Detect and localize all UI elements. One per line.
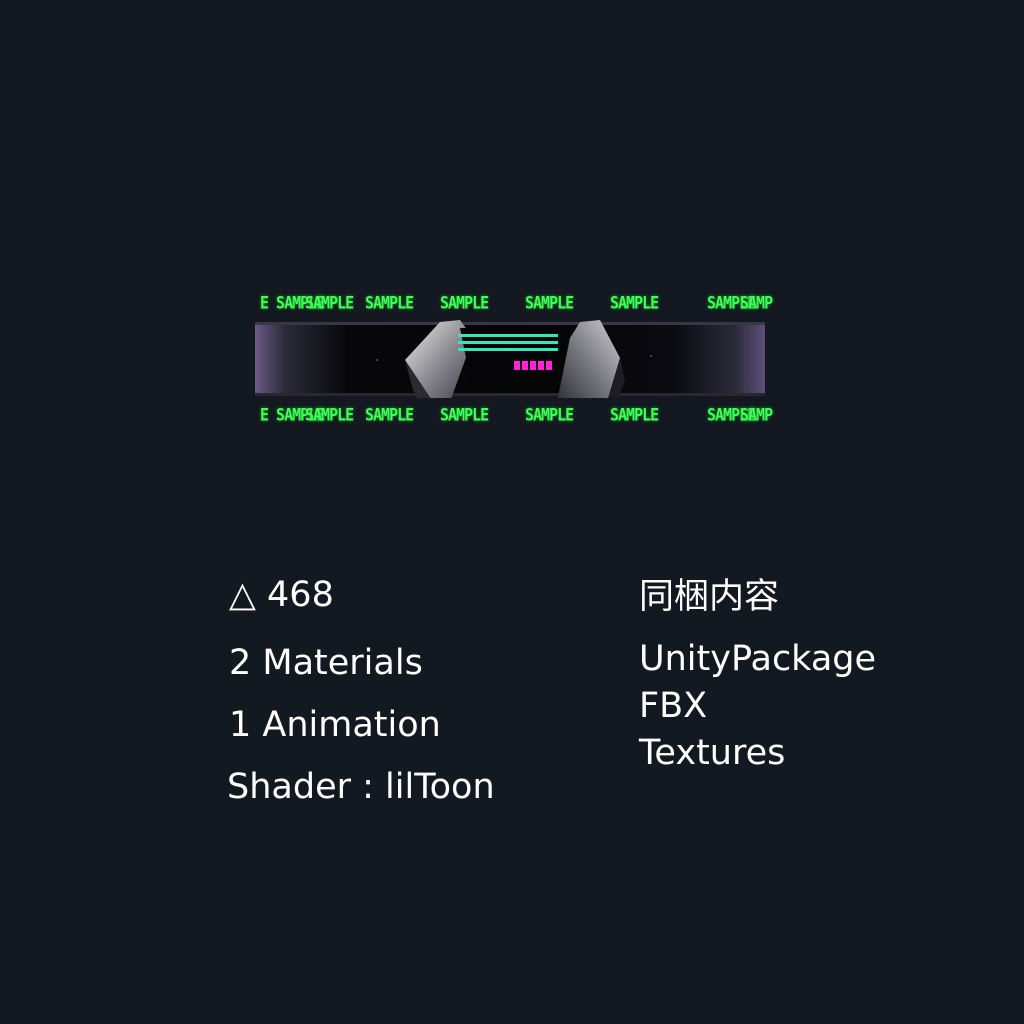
screen-line [458, 334, 558, 337]
ticker-text: SAMPLE [305, 404, 354, 426]
ticker-text: SAMPLE [525, 404, 574, 426]
screen-blocks [514, 361, 552, 370]
ticker-text: SAMPLE [440, 404, 489, 426]
animation-count: 1 Animation [229, 705, 441, 745]
sample-ticker-bottom: E SAMPLE SAMPLE SAMPLE SAMPLE SAMPLE SAM… [255, 402, 773, 426]
ticker-text: SAMPLE [440, 292, 489, 314]
screen-line [458, 348, 558, 351]
band-render [255, 320, 765, 398]
ticker-text: SAMPLE [707, 404, 756, 426]
contents-heading: 同梱内容 [639, 577, 780, 617]
shader-info: Shader : lilToon [227, 767, 495, 807]
material-count: 2 Materials [229, 643, 423, 683]
ticker-text: SAMPLE [610, 404, 659, 426]
contents-item: FBX [639, 686, 708, 726]
ticker-text: SAMPLE [525, 292, 574, 314]
ticker-text: E SAMPLE [260, 404, 325, 426]
ticker-text: SAMPLE [365, 404, 414, 426]
contents-item: Textures [639, 733, 786, 773]
screen-line [458, 341, 558, 344]
ticker-text: E SAMPLE [260, 292, 325, 314]
triangle-count: △ 468 [229, 575, 334, 615]
ticker-text: SAMPLE [305, 292, 354, 314]
sample-ticker-top: E SAMPLE SAMPLE SAMPLE SAMPLE SAMPLE SAM… [255, 290, 773, 314]
metal-plate-right [557, 320, 620, 398]
ticker-text: SAMP [740, 292, 773, 314]
ticker-text: SAMPLE [610, 292, 659, 314]
product-preview: E SAMPLE SAMPLE SAMPLE SAMPLE SAMPLE SAM… [255, 290, 773, 435]
contents-item: UnityPackage [639, 639, 877, 679]
metal-plate-left [405, 320, 473, 398]
ticker-text: SAMP [740, 404, 773, 426]
ticker-text: SAMPLE [365, 292, 414, 314]
contents-list: UnityPackage FBX Textures [639, 636, 876, 777]
ticker-text: SAMPLE [707, 292, 756, 314]
